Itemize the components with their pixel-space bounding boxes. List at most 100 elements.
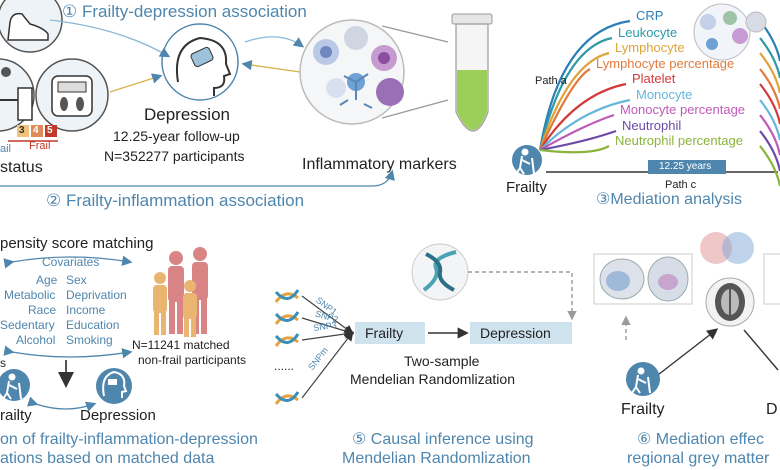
arrow-scale-depression bbox=[109, 73, 163, 93]
panel3-title: ③Mediation analysis bbox=[596, 191, 742, 208]
brain-mri-icon bbox=[705, 277, 755, 327]
frailty-depression-link-4 bbox=[26, 396, 97, 412]
arrow-depression-cells bbox=[244, 36, 305, 48]
marker-label: Neutrophil percentage bbox=[615, 133, 743, 148]
depression-label-5: Depression bbox=[480, 325, 551, 341]
participants-label: N=352277 participants bbox=[104, 148, 245, 164]
frailty-person-icon-4 bbox=[0, 369, 30, 401]
covariate-item: Metabolic bbox=[4, 288, 56, 302]
blood-tube-icon bbox=[451, 13, 493, 132]
years-label: 12.25 years bbox=[659, 161, 712, 172]
dna-strand bbox=[274, 314, 299, 325]
covariates-bracket-top bbox=[3, 255, 133, 269]
dna-strand bbox=[274, 394, 299, 405]
scale-4: 4 bbox=[33, 125, 39, 136]
dna-strand bbox=[274, 289, 300, 300]
snp-arrow bbox=[301, 295, 354, 335]
marker-label: Platelet bbox=[632, 71, 676, 86]
frailty-label-5: Frailty bbox=[365, 325, 404, 341]
marker-label: Leukocyte bbox=[618, 25, 678, 40]
marker-label: Neutrophil bbox=[622, 118, 682, 133]
dna-circle-icon bbox=[411, 243, 469, 301]
depression-box bbox=[470, 322, 572, 344]
matched-population-icon bbox=[153, 247, 208, 337]
frailty-person-icon-6 bbox=[626, 362, 660, 396]
frailty-box bbox=[355, 322, 425, 344]
depression-label-4: Depression bbox=[80, 407, 156, 424]
years-bar bbox=[648, 160, 726, 174]
scale-5: 5 bbox=[47, 125, 53, 136]
venn-right bbox=[722, 232, 754, 264]
frailty-person-icon-3 bbox=[512, 145, 542, 175]
panel1-title: ① Frailty-depression association bbox=[62, 2, 307, 21]
covariate-item: Alcohol bbox=[16, 333, 56, 347]
mediation-path bbox=[539, 98, 631, 151]
mediation-path-right bbox=[759, 145, 780, 187]
marker-label: Lymphocyte percentage bbox=[596, 56, 735, 71]
mediation-path-right bbox=[759, 37, 780, 79]
mediation-path bbox=[538, 36, 613, 151]
s-label: s bbox=[0, 356, 6, 370]
scale-icon bbox=[35, 58, 109, 132]
matched-count: N=11241 matched bbox=[132, 338, 230, 352]
venn-left bbox=[700, 232, 732, 264]
panel4-title-2: ations based on matched data bbox=[0, 450, 215, 467]
snp-arrow bbox=[301, 317, 355, 336]
covariate-item: Education bbox=[66, 318, 120, 332]
dna-strand bbox=[274, 391, 300, 402]
arrow-shoe-depression bbox=[49, 19, 171, 58]
depression-head-icon-4 bbox=[96, 368, 132, 404]
panel5-title-1: ⑤ Causal inference using bbox=[352, 431, 534, 448]
frailty-label-6: Frailty bbox=[621, 401, 665, 418]
covariate-item: Income bbox=[66, 303, 106, 317]
inflammatory-markers-label: Inflammatory markers bbox=[302, 156, 457, 173]
panel6-title-1: ⑥ Mediation effec bbox=[637, 431, 765, 448]
covariate-item: Smoking bbox=[66, 333, 113, 347]
snp-dna-icons bbox=[274, 289, 355, 405]
dna-strand bbox=[274, 333, 300, 344]
mediation-path-right bbox=[759, 130, 780, 172]
dna-strand bbox=[274, 311, 300, 322]
panel5-title-2: Mendelian Randomlization bbox=[342, 450, 531, 467]
ail-label: ail bbox=[0, 143, 12, 155]
mr-label: Mendelian Randomlization bbox=[350, 371, 515, 387]
mediation-path bbox=[539, 82, 627, 151]
marker-label: Monocyte bbox=[636, 87, 693, 102]
zoom-lines bbox=[381, 25, 449, 119]
covariate-item: Sedentary bbox=[0, 318, 55, 332]
frail-label: Frail bbox=[29, 140, 51, 152]
marker-label: CRP bbox=[636, 8, 664, 23]
depression-label: Depression bbox=[144, 105, 230, 124]
inflammatory-cells-icon bbox=[299, 19, 405, 125]
mediation-path bbox=[539, 113, 615, 151]
covariate-item: Deprivation bbox=[66, 288, 127, 302]
mediation-paths bbox=[538, 19, 780, 187]
matched-desc: non-frail participants bbox=[138, 353, 247, 367]
covariate-item: Race bbox=[28, 303, 57, 317]
dots-label: ...... bbox=[274, 359, 295, 373]
snp-arrow bbox=[301, 331, 354, 399]
mediation-path-right bbox=[759, 114, 780, 156]
psm-label: pensity score matching bbox=[0, 235, 154, 252]
brain-to-depression-line bbox=[743, 329, 779, 371]
inflammation-cells-3 bbox=[693, 3, 767, 61]
mediation-path-right bbox=[759, 68, 780, 110]
marker-label: Monocyte percentage bbox=[620, 102, 746, 117]
mediation-path-right bbox=[759, 83, 780, 125]
mediation-path bbox=[539, 145, 610, 154]
snp-arrow bbox=[301, 329, 355, 341]
covariate-item: Sex bbox=[66, 273, 87, 287]
covariates-label: Covariates bbox=[42, 255, 100, 269]
two-sample-label: Two-sample bbox=[404, 353, 480, 369]
path-a-label: Path a bbox=[535, 75, 567, 87]
chair-person-icon bbox=[0, 58, 35, 132]
dna-strand bbox=[274, 336, 299, 347]
covariate-item: Age bbox=[36, 273, 58, 287]
frailty-inflammation-arrow bbox=[0, 169, 395, 187]
brain-slices-icon bbox=[593, 253, 780, 305]
panel6-title-2: regional grey matter bbox=[627, 450, 770, 467]
panel2-title: ② Frailty-inflammation association bbox=[46, 191, 305, 210]
mediation-path-right bbox=[759, 99, 780, 141]
mediation-path bbox=[538, 19, 631, 151]
